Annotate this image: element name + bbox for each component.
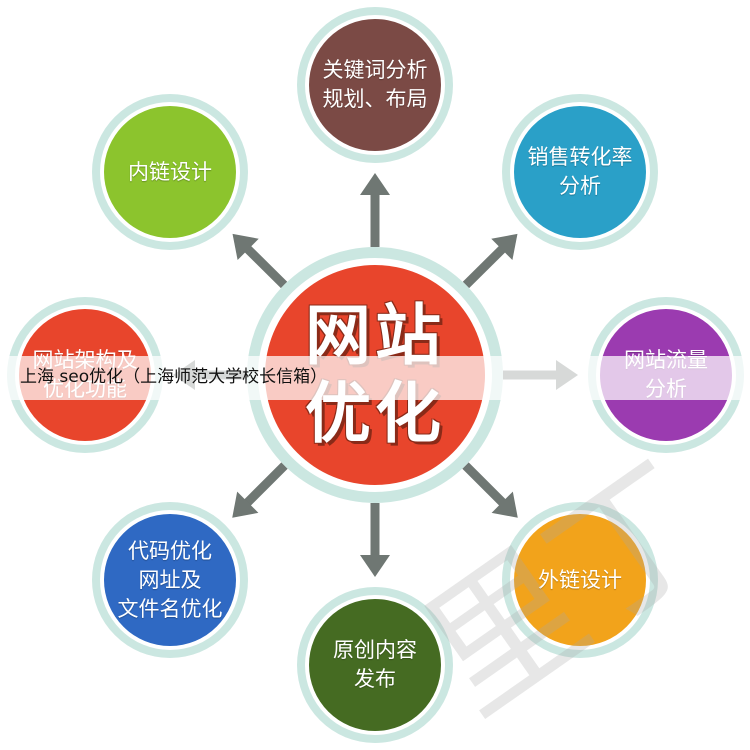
arrow-head-code: [232, 491, 259, 518]
arrow-head-external: [491, 491, 518, 518]
arrow-head-keyword: [360, 173, 390, 195]
node-label-keyword: 关键词分析 规划、布局: [322, 58, 428, 111]
node-circle-keyword: [309, 19, 441, 151]
node-circle-internal: [104, 106, 236, 238]
node-circle-sales: [514, 106, 646, 238]
node-circle-code: [104, 514, 236, 646]
nodes-layer: [7, 7, 744, 743]
node-circle-external: [514, 514, 646, 646]
node-label-code: 代码优化 网址及 文件名优化: [117, 538, 223, 621]
arrow-head-content: [360, 555, 390, 577]
node-label-sales: 销售转化率 分析: [527, 145, 633, 198]
caption-band: [0, 356, 750, 400]
arrow-shaft-sales: [462, 240, 511, 289]
caption-text: 上海 seo优化（上海师范大学校长信箱）: [20, 367, 328, 387]
node-circle-content: [309, 599, 441, 731]
node-label-external: 外链设计: [538, 567, 622, 592]
arrow-shaft-external: [462, 462, 512, 512]
arrow-head-internal: [232, 233, 259, 261]
node-label-internal: 内链设计: [128, 159, 212, 184]
arrow-shaft-code: [238, 462, 288, 512]
arrow-shaft-internal: [239, 240, 288, 289]
arrow-head-sales: [491, 233, 518, 261]
node-label-content: 原创内容 发布: [333, 638, 417, 691]
